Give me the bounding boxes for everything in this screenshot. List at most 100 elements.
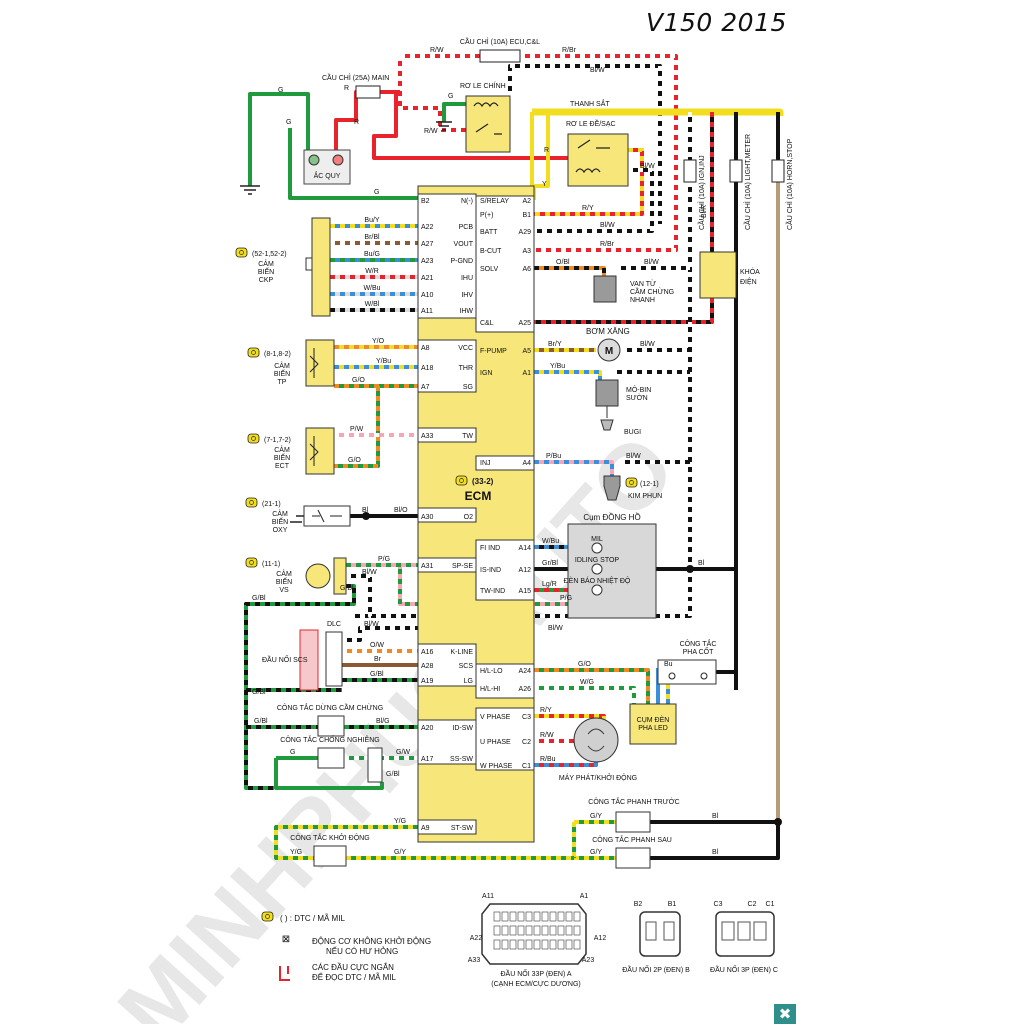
ecm-pin-name: THR <box>459 365 473 372</box>
wire-code: P/G <box>378 556 390 563</box>
wire-code: Bl/W <box>626 453 641 460</box>
relay-coil-icon <box>575 168 601 174</box>
fuse-vertical-box <box>771 159 785 183</box>
vs-mil-icon-lamp <box>249 560 254 565</box>
wire-r-bu-w-stripe <box>534 762 598 767</box>
battery-label: ẮC QUY <box>314 171 341 180</box>
switch-contact-icon <box>668 672 676 680</box>
connector-cavity <box>737 921 751 941</box>
key-switch-label: ĐIỆN <box>740 277 757 286</box>
wire-code: Br/Y <box>548 341 562 348</box>
close-button[interactable]: ✖ <box>774 1004 796 1024</box>
wire-code: Bl/W <box>364 621 379 628</box>
ecm-pin-name: W PHASE <box>480 763 513 770</box>
wire-code: R/Bu <box>540 756 556 763</box>
ecm-pin-name: N(-) <box>461 198 473 205</box>
ecm-pin-id: B2 <box>421 198 430 205</box>
vs-label: CẢM <box>276 569 292 578</box>
ecm-pin-name: IGN <box>480 370 492 377</box>
wire-r-y-p-plus-stripe <box>534 148 644 216</box>
tp-label: TP <box>278 379 287 386</box>
ckp-mil-icon <box>235 247 248 258</box>
ecm-pin-name: P-GND <box>450 258 473 265</box>
wire-code: G/O <box>352 377 365 384</box>
relay-coil-icon <box>473 102 499 108</box>
ecm-pin-id: A6 <box>522 266 531 273</box>
ecm-pin-name: TW <box>462 433 473 440</box>
indicator-lamp-icon <box>591 563 603 575</box>
ckp-label: BIẾN <box>258 266 274 276</box>
legend-mil-icon <box>261 911 274 922</box>
wire-code: W/Bu <box>363 285 380 292</box>
ecm-pin-column-hl <box>475 663 535 699</box>
wire-g-neutral <box>288 128 418 200</box>
connector-cavity <box>753 921 767 941</box>
dimmer-label: CÔNG TẮC <box>680 639 717 648</box>
wire-code: G/O <box>348 457 361 464</box>
ckp-label: CẢM <box>258 259 274 268</box>
ecm-pin-name: IS-IND <box>480 567 501 574</box>
wire-p-bu-inj <box>534 460 614 476</box>
wire-code: Bl <box>698 560 705 567</box>
rear-brake-switch-box <box>615 847 651 869</box>
tp-label: BIẾN <box>274 368 290 378</box>
wire-code: Y/G <box>290 849 302 856</box>
wire-code: W/Bu <box>542 538 559 545</box>
ecm-pin-column-upper <box>475 195 535 333</box>
idle-solenoid-label: VAN TỪ <box>630 279 656 288</box>
fuse-label: CẦU CHÌ (10A) HORN,STOP <box>784 138 794 230</box>
main-relay-label: RƠ LE CHÍNH <box>460 81 506 90</box>
wire-code: Bu/G <box>364 251 380 258</box>
ecm-pin-id: A17 <box>421 756 434 763</box>
acg-winding-icon <box>587 728 605 752</box>
junction <box>774 818 782 826</box>
ect-mil-icon <box>247 433 260 444</box>
ecm-pin-id: A18 <box>421 365 434 372</box>
start-switch-label: CÔNG TẮC KHỞI ĐỘNG <box>290 833 369 842</box>
wire-layer <box>244 54 784 860</box>
ecm-pin-id: A15 <box>519 588 532 595</box>
battery-plus-icon <box>332 154 344 166</box>
ecm-pin-name: PCB <box>459 224 474 231</box>
wire-r-w-left-stripe <box>398 56 466 132</box>
ecm-pin-id: A12 <box>519 567 532 574</box>
tp-mil-icon <box>247 347 260 358</box>
wire-code: G/Bl <box>386 771 400 778</box>
start-relay-box <box>567 133 629 187</box>
injector-label: KIM PHUN <box>628 493 662 500</box>
connector-cavity <box>557 939 565 950</box>
wire-code: Bl/W <box>644 259 659 266</box>
ect-thermistor-icon <box>309 436 319 466</box>
wire-g-bl-main-stripe <box>244 584 356 790</box>
key-switch-label: KHÓA <box>740 267 760 276</box>
ignition-coil-icon <box>595 379 619 407</box>
connector-title: ĐẦU NỐI 2P (ĐEN) B <box>622 964 690 974</box>
wire-code: O/Bl <box>556 259 570 266</box>
wire-code: O/W <box>370 642 384 649</box>
spark-plug-label: BUGI <box>624 429 641 436</box>
ecm-pin-name: VCC <box>458 345 473 352</box>
ckp-mil-icon-lamp <box>239 250 244 255</box>
ecm-pin-column-left-st <box>417 819 477 835</box>
fuse-vertical-box <box>683 159 697 183</box>
wire-code: G/Y <box>590 813 602 820</box>
ecm-pin-id: A11 <box>421 308 433 315</box>
wire-code: Y/O <box>372 338 385 345</box>
ecm-pin-name: SOLV <box>480 266 498 273</box>
ecm-pin-name: C&L <box>480 320 494 327</box>
wire-bl-w-vs-stripe <box>346 574 418 618</box>
connector-cavity <box>517 939 525 950</box>
fuel-pump-label: BƠM XĂNG <box>586 327 630 336</box>
ecm-pin-name: SS-SW <box>450 756 473 763</box>
ecm-pin-id: A16 <box>421 649 434 656</box>
ecm-pin-id: A1 <box>522 370 531 377</box>
battery-minus-icon <box>308 154 320 166</box>
connector-cavity <box>525 925 533 936</box>
ecm-pin-column-left-sp <box>417 557 477 573</box>
busbar <box>532 108 784 116</box>
wire-code: R/Br <box>562 47 577 54</box>
connector-cavity <box>541 911 549 922</box>
wire-bl-w-batt-stripe <box>534 168 654 233</box>
